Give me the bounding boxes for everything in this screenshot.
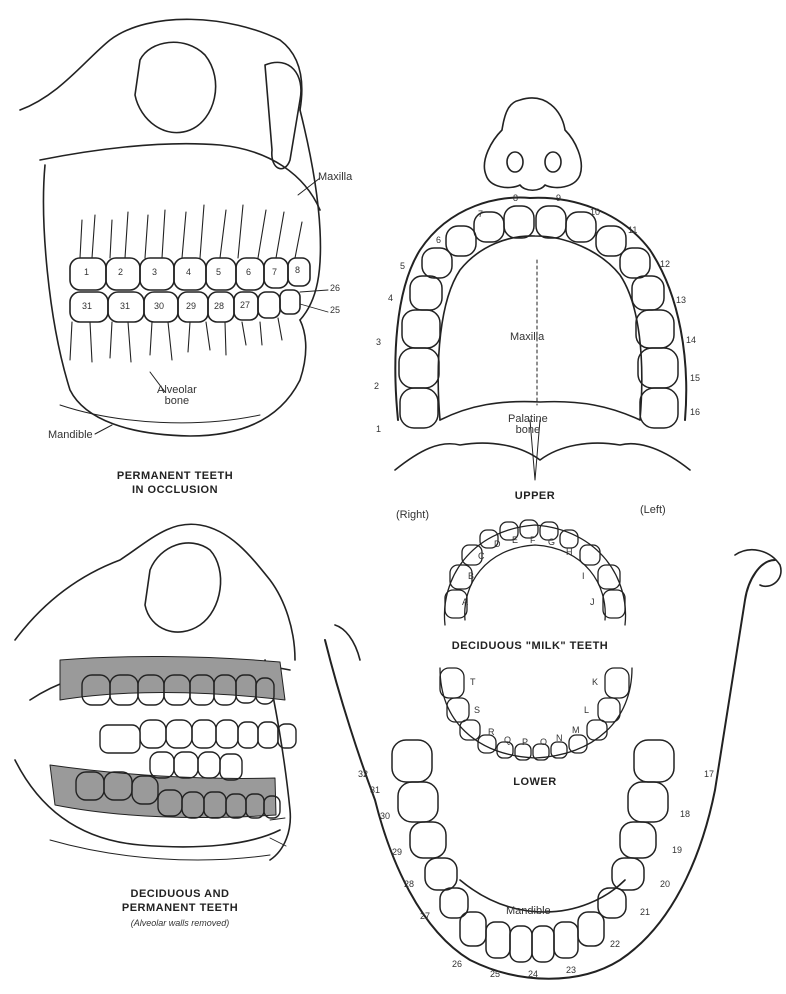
upper-arch-tooth-number: 2 (374, 382, 379, 391)
milk-lower-letter: T (470, 678, 476, 687)
palatine-bone-label: Palatine bone (508, 414, 548, 436)
milk-upper-letter: H (566, 548, 573, 557)
side-lower-tooth-number: 30 (154, 302, 164, 311)
side-upper-tooth-number: 8 (295, 266, 300, 275)
lower-arch-tooth-number: 31 (370, 786, 380, 795)
milk-lower-letter: P (522, 738, 528, 747)
lower-arch-tooth-number: 17 (704, 770, 714, 779)
lower-arch-tooth-number: 29 (392, 848, 402, 857)
side-upper-tooth-number: 5 (216, 268, 221, 277)
side-lower-tooth-number: 31 (82, 302, 92, 311)
side-lower-tooth-number: 29 (186, 302, 196, 311)
milk-upper-letter: C (478, 552, 485, 561)
lower-arch-tooth-number: 32 (358, 770, 368, 779)
side-lower-tooth-number: 26 (330, 284, 340, 293)
upper-arch-tooth-number: 3 (376, 338, 381, 347)
lower-arch-tooth-number: 23 (566, 966, 576, 975)
upper-arch-tooth-number: 11 (628, 226, 637, 235)
side-upper-tooth-number: 4 (186, 268, 191, 277)
alveolar-bone-label: Alveolar bone (157, 385, 197, 407)
side-upper-tooth-number: 3 (152, 268, 157, 277)
upper-arch-tooth-number: 8 (513, 194, 518, 203)
milk-lower-letter: L (584, 706, 589, 715)
right-side-label: (Right) (396, 510, 429, 521)
side-upper-tooth-number: 6 (246, 268, 251, 277)
milk-upper-letter: F (530, 536, 536, 545)
caption-permanent-teeth: PERMANENT TEETH IN OCCLUSION (115, 470, 235, 498)
milk-upper-letter: E (512, 536, 518, 545)
left-side-label: (Left) (640, 505, 666, 516)
maxilla-upper-label: Maxilla (510, 332, 544, 343)
side-lower-tooth-number: 28 (214, 302, 224, 311)
upper-arch-tooth-number: 7 (478, 210, 483, 219)
upper-arch-tooth-number: 1 (376, 425, 381, 434)
side-lower-tooth-number: 27 (240, 301, 250, 310)
lower-arch-tooth-number: 30 (380, 812, 390, 821)
milk-lower-letter: N (556, 734, 563, 743)
side-lower-tooth-number: 31 (120, 302, 130, 311)
lower-arch-tooth-number: 26 (452, 960, 462, 969)
milk-lower-letter: M (572, 726, 580, 735)
milk-lower-arch (440, 668, 632, 760)
lower-arch-tooth-number: 18 (680, 810, 690, 819)
side-upper-tooth-number: 1 (84, 268, 89, 277)
milk-lower-letter: K (592, 678, 598, 687)
lower-arch-tooth-number: 21 (640, 908, 650, 917)
caption-deciduous-milk: DECIDUOUS "MILK" TEETH (430, 640, 630, 654)
upper-arch-tooth-number: 12 (660, 260, 670, 269)
lower-arch-tooth-number: 28 (404, 880, 414, 889)
caption-deciduous-permanent-sub: (Alveolar walls removed) (110, 918, 250, 928)
milk-lower-letter: O (540, 738, 547, 747)
upper-arch-tooth-number: 16 (690, 408, 700, 417)
lower-arch-tooth-number: 19 (672, 846, 682, 855)
milk-upper-letter: A (462, 598, 468, 607)
side-upper-tooth-number: 2 (118, 268, 123, 277)
milk-upper-letter: B (468, 572, 474, 581)
milk-lower-letter: S (474, 706, 480, 715)
lower-arch-tooth-number: 25 (490, 970, 500, 979)
caption-deciduous-permanent: DECIDUOUS AND PERMANENT TEETH (120, 888, 240, 916)
lower-arch-tooth-number: 20 (660, 880, 670, 889)
caption-lower: LOWER (505, 776, 565, 790)
side-lower-tooth-number: 25 (330, 306, 340, 315)
upper-arch-tooth-number: 14 (686, 336, 696, 345)
milk-upper-letter: D (494, 540, 501, 549)
upper-arch-tooth-number: 6 (436, 236, 441, 245)
skull-side-permanent (20, 19, 328, 436)
upper-arch-tooth-number: 5 (400, 262, 405, 271)
upper-arch-tooth-number: 4 (388, 294, 393, 303)
milk-lower-letter: R (488, 728, 495, 737)
upper-arch-tooth-number: 9 (556, 194, 561, 203)
upper-arch-tooth-number: 10 (590, 208, 600, 217)
nose-outline (484, 98, 581, 190)
mandible-side-label: Mandible (48, 430, 93, 441)
maxilla-side-label: Maxilla (318, 172, 352, 183)
lower-arch-tooth-number: 22 (610, 940, 620, 949)
upper-arch-tooth-number: 13 (676, 296, 686, 305)
milk-upper-letter: G (548, 538, 555, 547)
lower-arch-tooth-number: 24 (528, 970, 538, 979)
milk-upper-letter: J (590, 598, 595, 607)
skull-side-deciduous (15, 524, 296, 860)
side-upper-tooth-number: 7 (272, 268, 277, 277)
lower-arch-tooth-number: 27 (420, 912, 430, 921)
lower-mandible (325, 550, 781, 979)
mandible-lower-label: Mandible (506, 906, 551, 917)
caption-upper: UPPER (505, 490, 565, 504)
upper-arch-tooth-number: 15 (690, 374, 700, 383)
milk-lower-letter: Q (504, 736, 511, 745)
milk-upper-letter: I (582, 572, 585, 581)
